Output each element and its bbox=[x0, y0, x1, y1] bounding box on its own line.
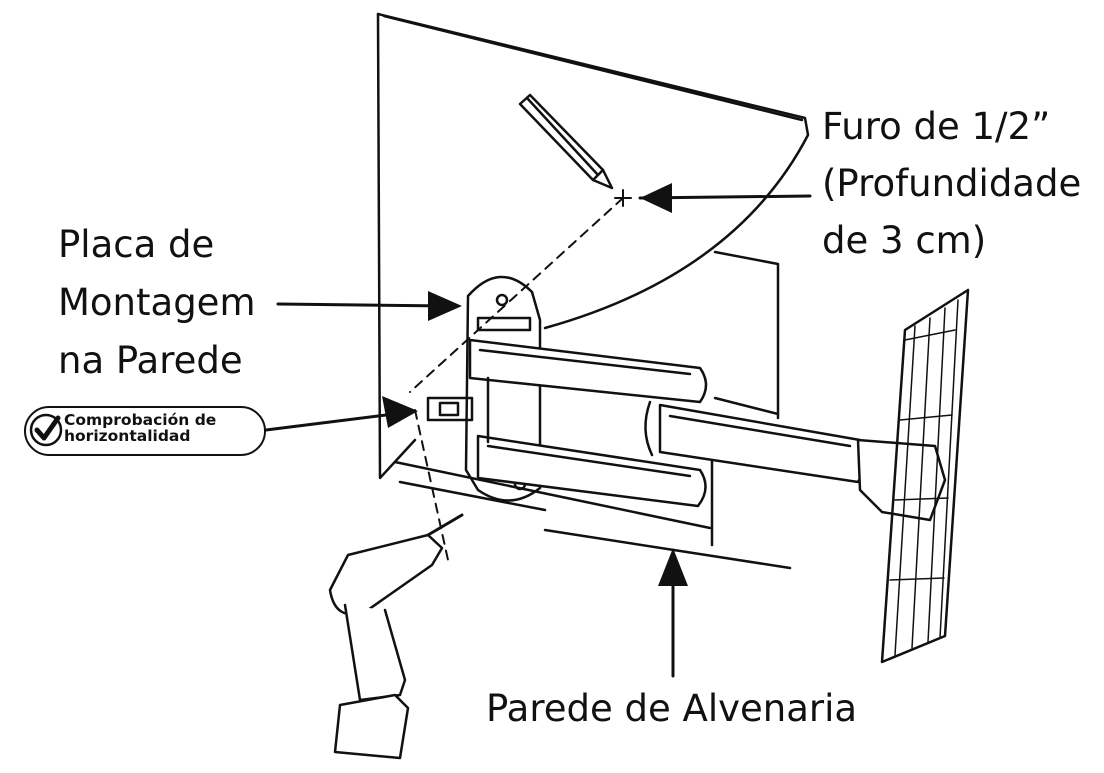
level-icon bbox=[426, 396, 474, 422]
wall-mounting-plate bbox=[464, 275, 542, 502]
plate-label-line1: Placa de bbox=[58, 223, 215, 266]
hole-label-line1: Furo de 1/2” bbox=[822, 105, 1051, 148]
level-label-line2: horizontalidad bbox=[64, 427, 191, 445]
hole-label-line3: de 3 cm) bbox=[822, 219, 987, 262]
level-check-text: Comprobación de horizontalidad bbox=[64, 412, 216, 444]
hole-label-line2: (Profundidade bbox=[822, 162, 1082, 205]
level-label-line1: Comprobación de bbox=[64, 411, 217, 429]
plate-label-line3: na Parede bbox=[58, 339, 243, 382]
articulating-arm bbox=[468, 338, 867, 508]
pencil-icon bbox=[518, 93, 614, 190]
plate-label-line2: Montagem bbox=[58, 281, 256, 324]
alignment-dashed-line bbox=[409, 197, 624, 561]
drill-icon bbox=[328, 513, 464, 760]
checkmark-icon bbox=[29, 413, 63, 447]
wall-label: Parede de Alvenaria bbox=[486, 687, 858, 730]
level-check-badge: Comprobación de horizontalidad bbox=[24, 406, 266, 456]
hole-mark bbox=[614, 189, 632, 207]
paper-template bbox=[376, 12, 810, 480]
arrow-plate bbox=[276, 302, 452, 308]
tv-bracket bbox=[856, 288, 970, 664]
